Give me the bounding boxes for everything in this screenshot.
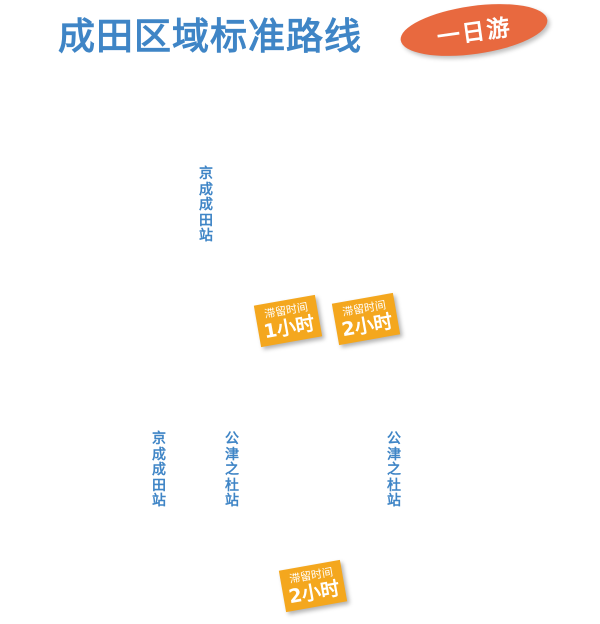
stay-time-tag-2h-upper: 滞留时间 2小时 (331, 292, 401, 346)
day-trip-badge: 一日游 (397, 0, 551, 65)
station-label-kozunomori-right: 公津之杜站 (387, 431, 401, 509)
stay-time-tag-2h-lower: 滞留时间 2小时 (278, 559, 348, 613)
stay-time-tag-1h: 滞留时间 1小时 (253, 294, 323, 348)
station-label-keisei-narita-bottom: 京成成田站 (152, 431, 166, 509)
station-label-keisei-narita-top: 京成成田站 (199, 166, 213, 244)
day-trip-badge-text: 一日游 (435, 14, 514, 52)
page-title: 成田区域标准路线 (58, 15, 362, 58)
station-label-kozunomori-left: 公津之杜站 (225, 431, 239, 509)
